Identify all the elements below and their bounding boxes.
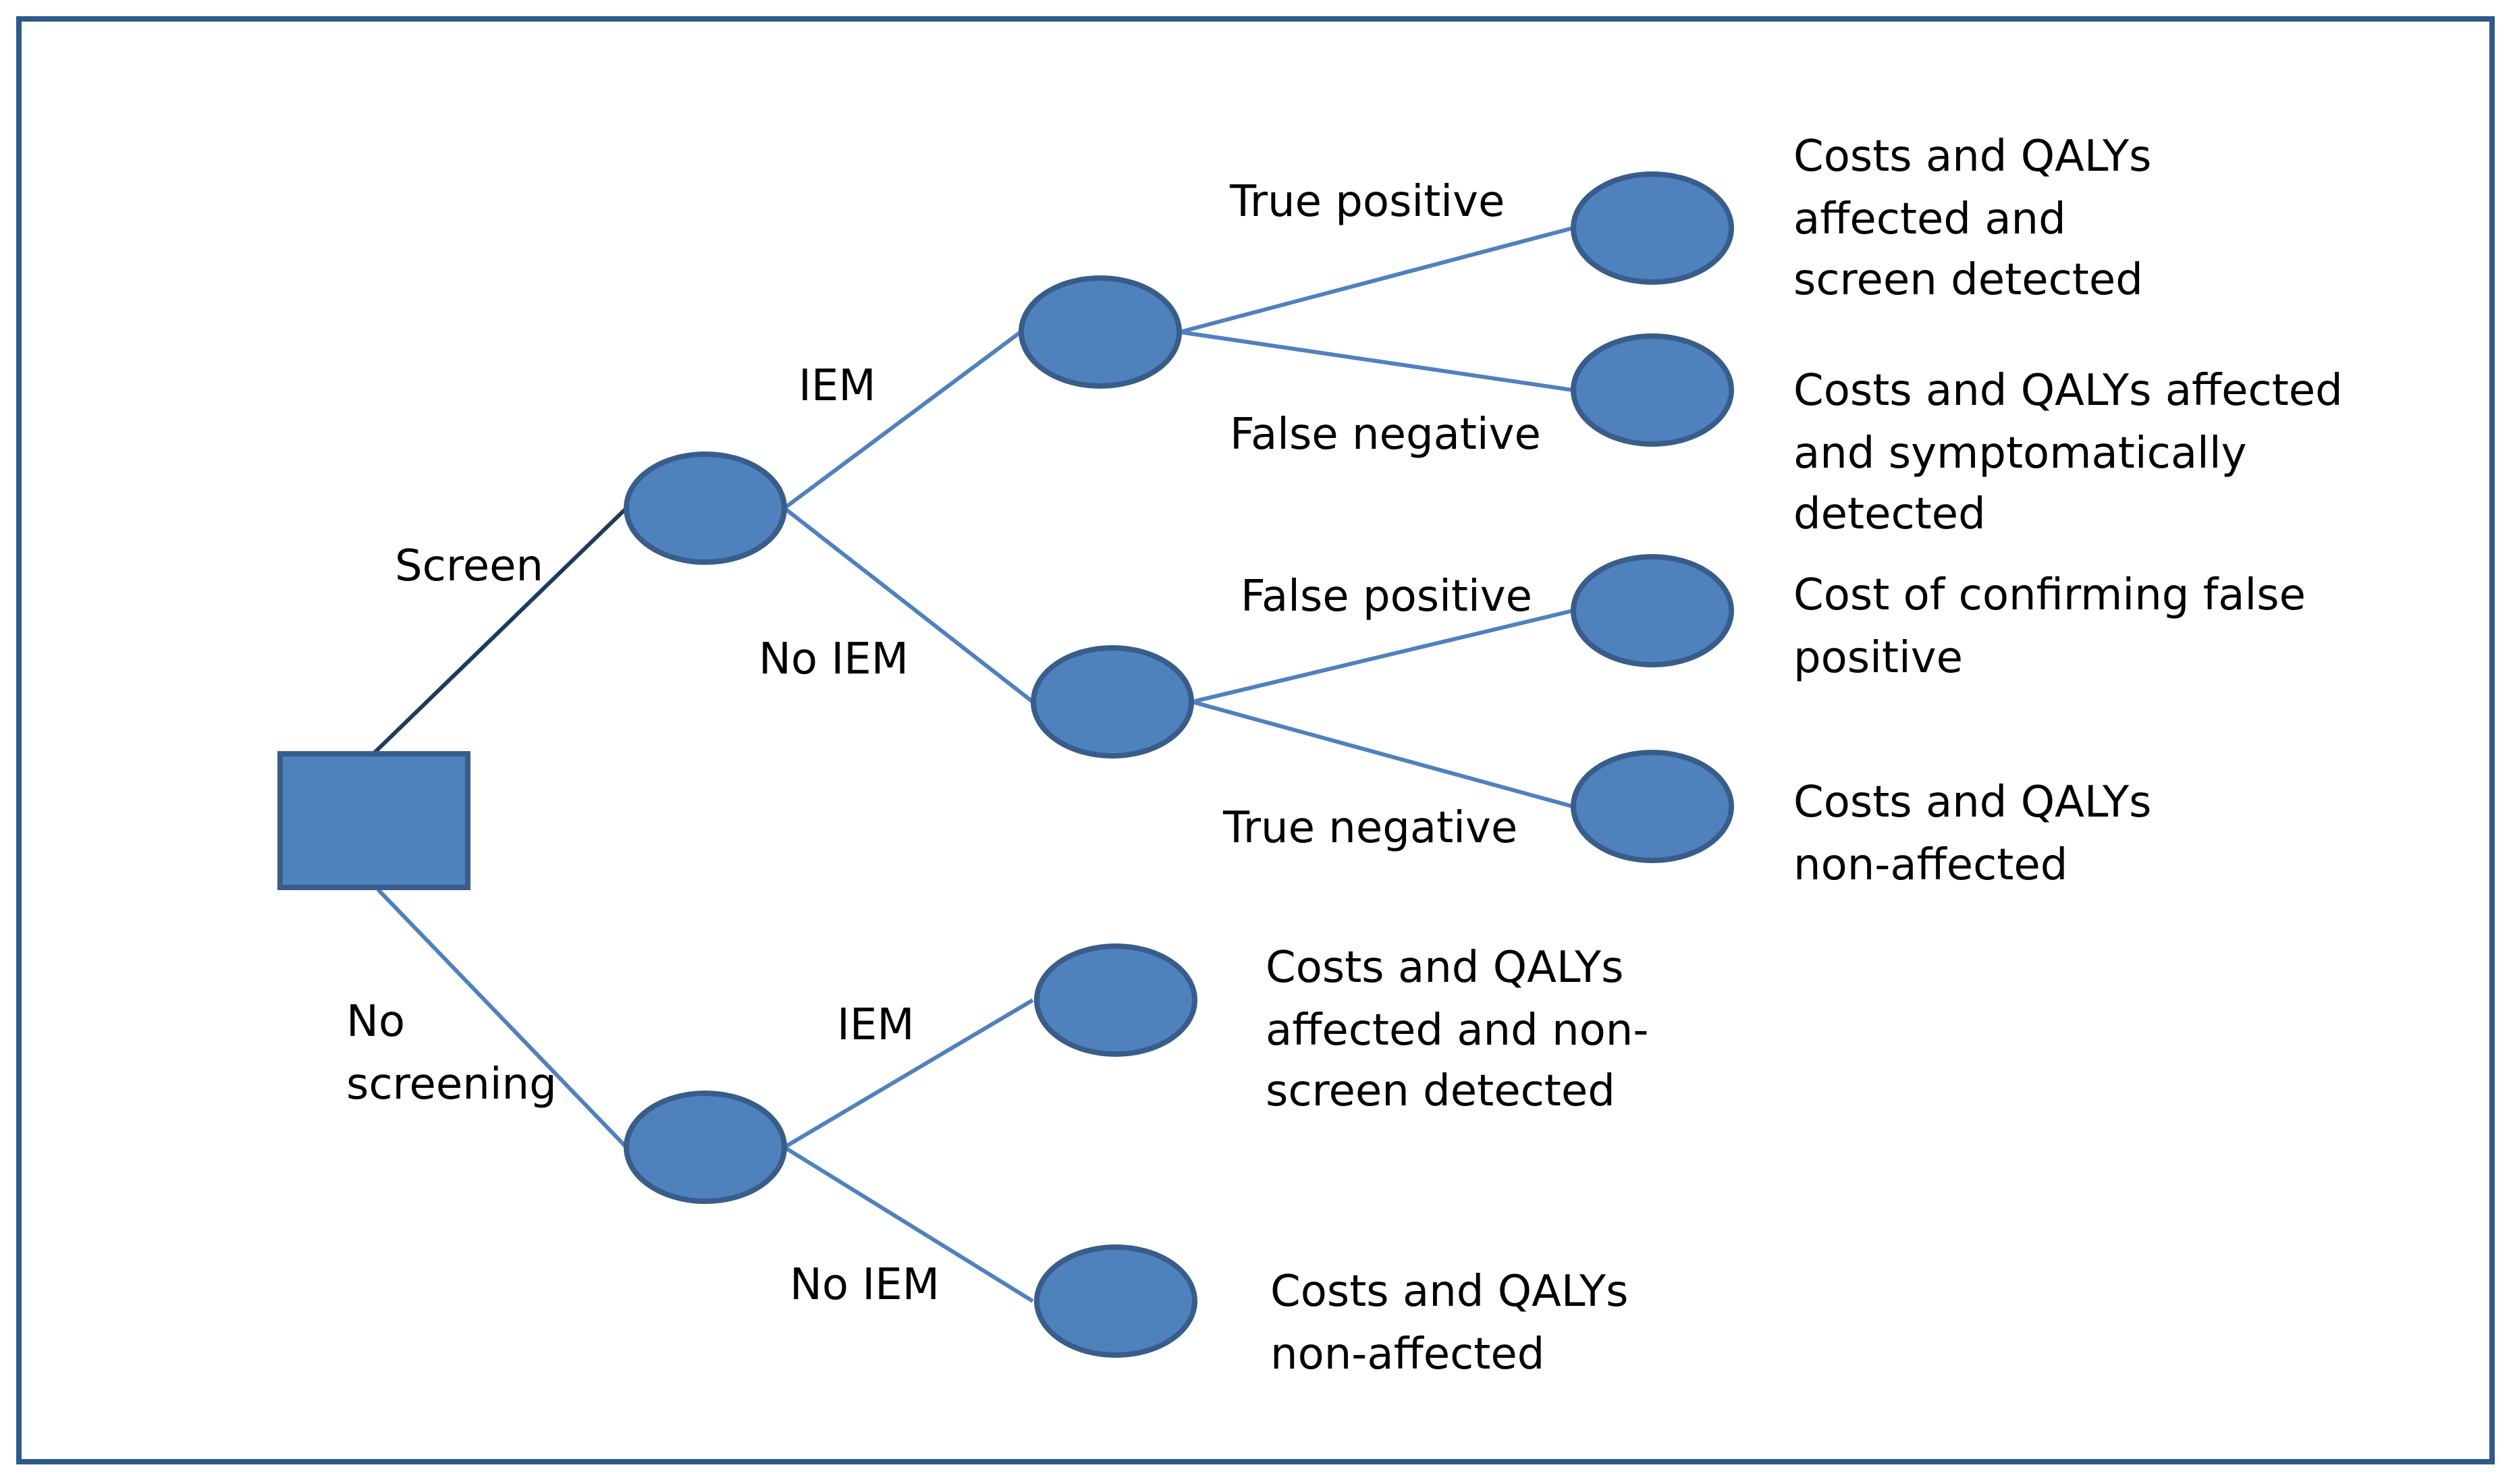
outcome-true-positive: Costs and QALYs affected and screen dete…: [1793, 132, 2165, 305]
edge-false-negative: [1179, 330, 1573, 392]
edge-true-negative: [1191, 700, 1573, 808]
outcome-no-screening-iem: Costs and QALYs affected and non- screen…: [1266, 943, 1662, 1116]
edge-iem-upper: [783, 330, 1022, 510]
edge-no-iem-upper: [783, 506, 1034, 704]
chance-node-no-screening: [624, 1091, 787, 1204]
edge-false-positive: [1191, 609, 1573, 704]
label-no-iem-lower: No IEM: [790, 1260, 940, 1310]
chance-node-no-iem: [1031, 645, 1194, 759]
label-true-positive: True positive: [1229, 177, 1505, 227]
edge-no-iem-lower: [783, 1145, 1034, 1303]
label-true-negative: True negative: [1222, 803, 1517, 853]
label-false-positive: False positive: [1241, 572, 1532, 622]
label-iem-lower: IEM: [837, 1000, 915, 1050]
edge-no-screening: [376, 887, 628, 1149]
chance-node-iem: [1019, 275, 1182, 389]
label-screen: Screen: [395, 541, 543, 591]
label-no-iem-upper: No IEM: [759, 634, 909, 684]
chance-node-screen: [624, 451, 787, 565]
terminal-node-tn: [1571, 750, 1734, 863]
edge-iem-lower: [783, 998, 1034, 1149]
terminal-node-fp: [1571, 554, 1734, 667]
outcome-false-positive: Cost of confirming false positive: [1793, 570, 2319, 683]
terminal-node-fn: [1571, 333, 1734, 447]
label-no-screening: No screening: [346, 997, 557, 1109]
chance-node-ns-no-iem: [1034, 1244, 1197, 1358]
label-false-negative: False negative: [1230, 410, 1541, 460]
diagram-frame: [16, 16, 2495, 1464]
outcome-false-negative: Costs and QALYs affected and symptomatic…: [1793, 366, 2356, 539]
outcome-true-negative: Costs and QALYs non-affected: [1793, 777, 2165, 890]
terminal-node-tp: [1571, 171, 1734, 285]
decision-node: [277, 751, 470, 890]
chance-node-ns-iem: [1034, 943, 1197, 1057]
label-iem-upper: IEM: [799, 361, 876, 411]
outcome-no-screening-no-iem: Costs and QALYs non-affected: [1270, 1267, 1642, 1379]
edge-true-positive: [1179, 226, 1573, 334]
edge-screen: [373, 506, 628, 754]
